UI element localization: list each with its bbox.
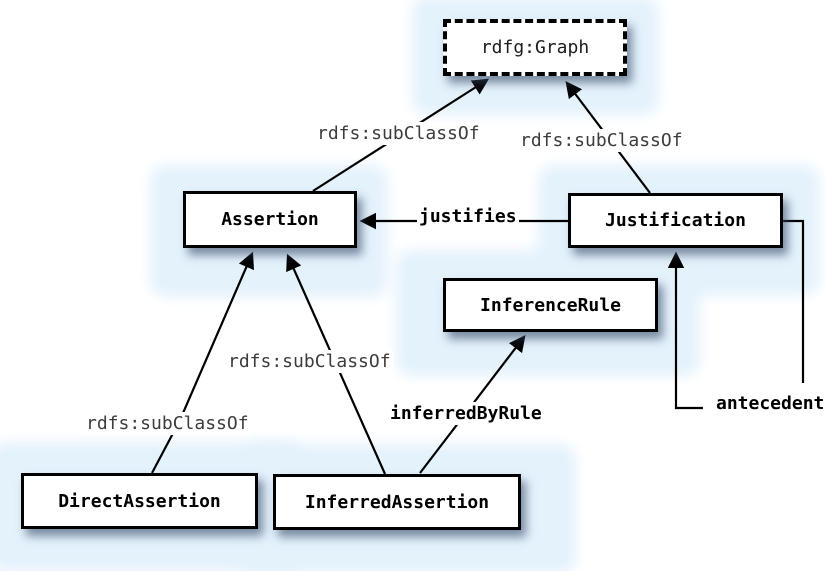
edge-label-subclassof-inferred-assertion: rdfs:subClassOf <box>226 350 393 373</box>
node-justification: Justification <box>568 193 783 248</box>
node-label-justification: Justification <box>605 210 746 231</box>
edge-label-subclassof-justification-graph: rdfs:subClassOf <box>518 129 685 152</box>
edge-label-antecedent: antecedent <box>714 392 826 415</box>
node-inference-rule: InferenceRule <box>443 278 658 332</box>
node-label-inference-rule: InferenceRule <box>480 294 621 316</box>
node-rdfg-graph: rdfg:Graph <box>443 19 627 76</box>
node-label-rdfg-graph: rdfg:Graph <box>480 37 590 58</box>
edge-label-subclassof-assertion-graph: rdfs:subClassOf <box>315 122 482 145</box>
node-direct-assertion: DirectAssertion <box>21 473 258 529</box>
edge-antecedent-arrow <box>667 251 703 410</box>
node-label-inferred-assertion: InferredAssertion <box>304 491 490 513</box>
edge-label-inferred-by-rule: inferredByRule <box>388 402 544 425</box>
edge-antecedent-loop <box>783 219 805 383</box>
node-assertion: Assertion <box>183 191 357 248</box>
node-inferred-assertion: InferredAssertion <box>273 474 521 530</box>
node-label-assertion: Assertion <box>221 209 319 230</box>
edge-label-subclassof-direct-assertion: rdfs:subClassOf <box>84 412 251 435</box>
edge-label-justifies: justifies <box>417 205 519 228</box>
node-label-direct-assertion: DirectAssertion <box>58 490 221 512</box>
